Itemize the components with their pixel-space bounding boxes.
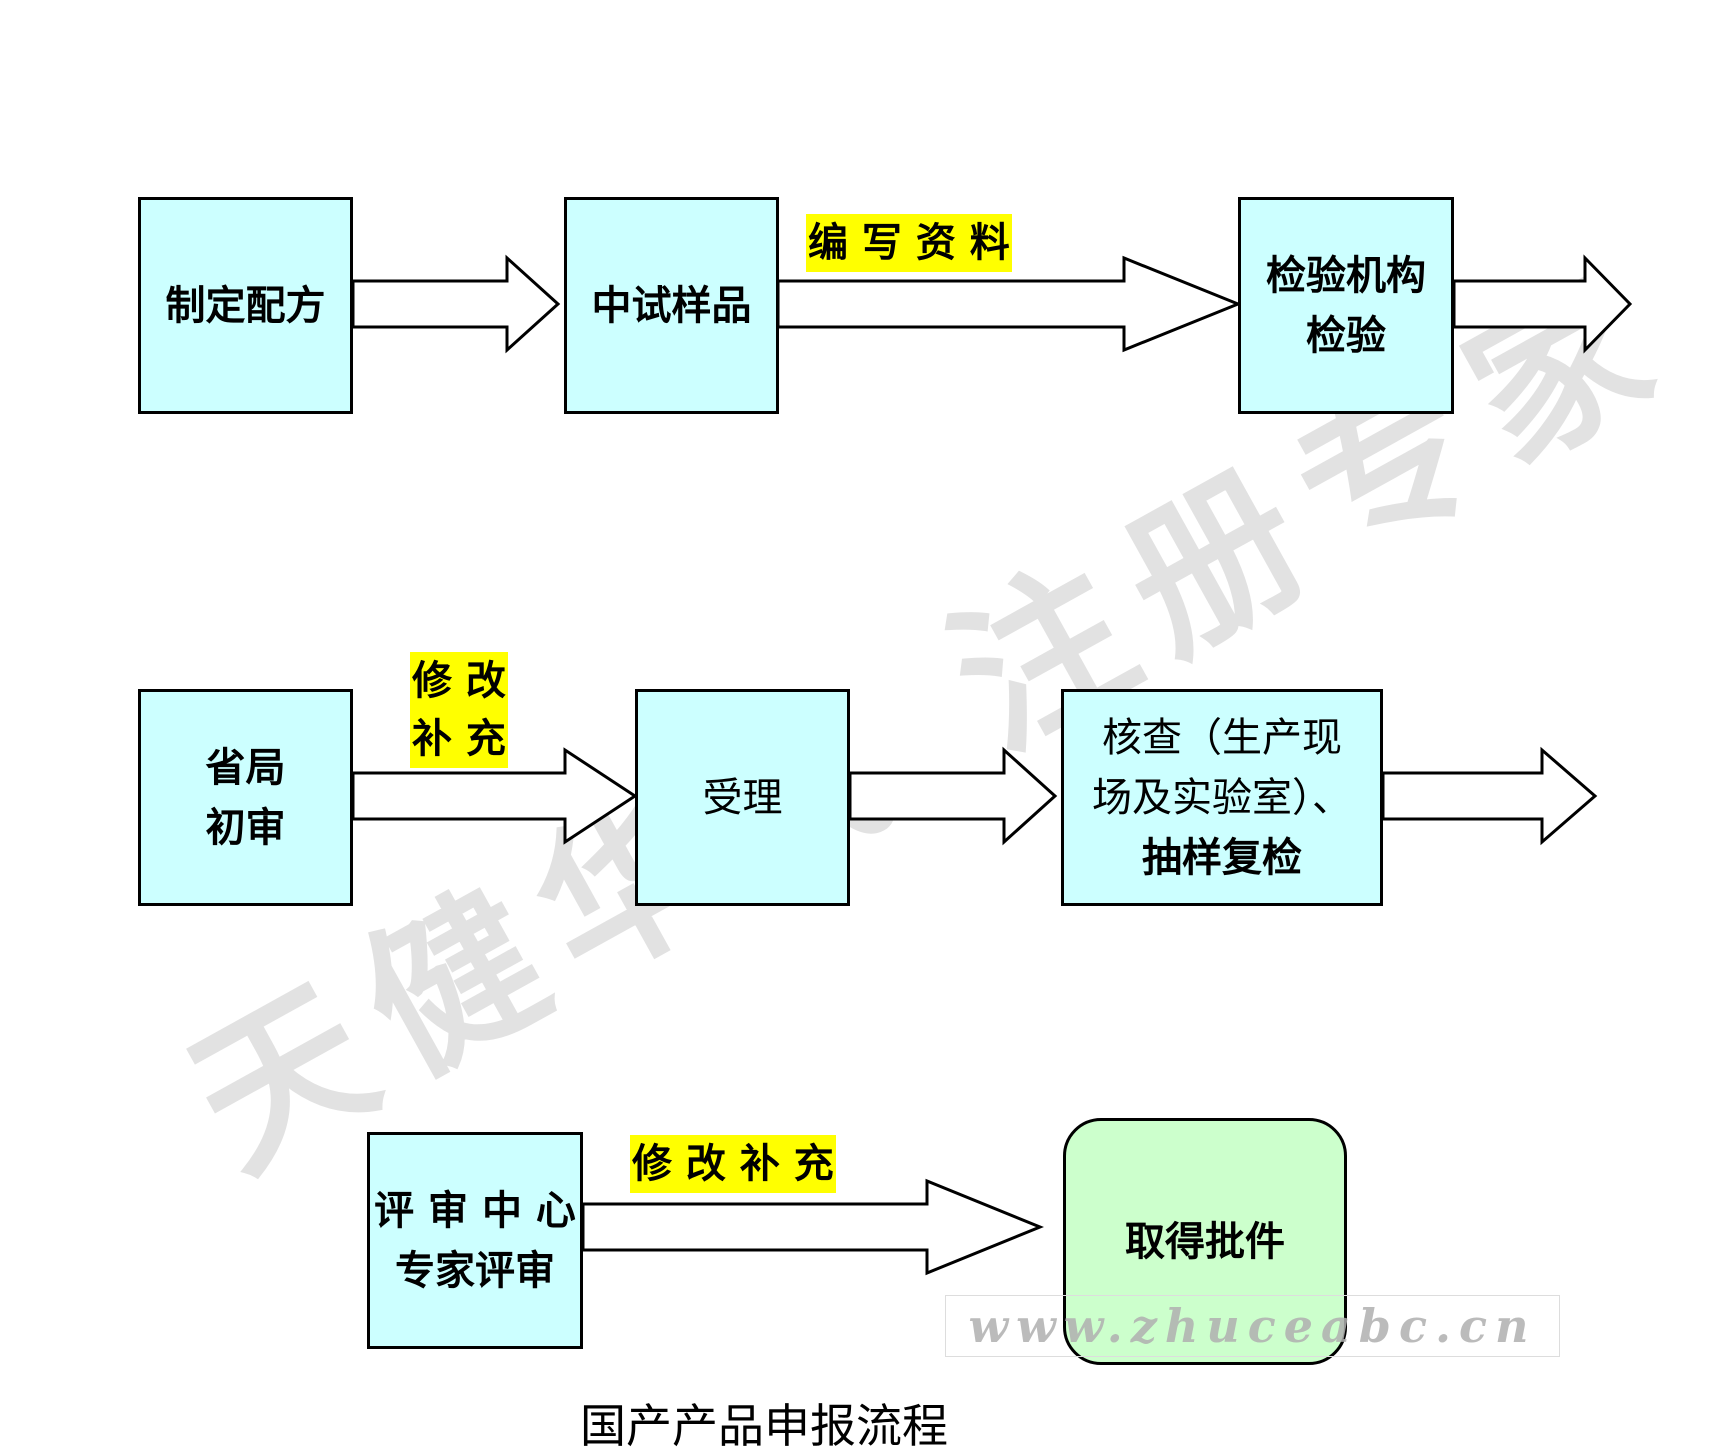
arrow-provincial-to-acceptance bbox=[351, 747, 638, 845]
node-acceptance-line-1: 受理 bbox=[702, 774, 783, 821]
edge-label-revise-1-line-1: 修 改 bbox=[410, 652, 508, 710]
node-provincial-review-line-2: 初审 bbox=[205, 804, 286, 851]
node-provincial-review-line-1: 省局 bbox=[205, 744, 286, 791]
node-approval: 取得批件 bbox=[1063, 1118, 1347, 1365]
node-verification-line-1: 核查（生产现 bbox=[1102, 714, 1342, 761]
node-formulate-line-1: 制定配方 bbox=[165, 282, 326, 329]
arrow-inspection-out bbox=[1452, 254, 1633, 354]
node-verification-line-2: 场及实验室）、 bbox=[1092, 774, 1352, 821]
arrow-verification-out bbox=[1381, 746, 1598, 846]
node-expert-review-line-1: 评 审 中 心 bbox=[374, 1187, 576, 1234]
edge-label-write-docs: 编 写 资 料 bbox=[806, 214, 1012, 272]
arrow-expert-to-approval bbox=[581, 1178, 1044, 1276]
edge-label-revise-2: 修 改 补 充 bbox=[630, 1135, 836, 1193]
node-approval-line-1: 取得批件 bbox=[1125, 1218, 1285, 1265]
arrow-acceptance-to-verification bbox=[848, 746, 1058, 846]
arrow-pilot-to-inspection bbox=[776, 255, 1243, 353]
node-inspection-line-1: 检验机构 bbox=[1266, 252, 1426, 299]
node-pilot-sample: 中试样品 bbox=[564, 197, 779, 414]
node-pilot-sample-line-1: 中试样品 bbox=[591, 282, 752, 329]
node-inspection-line-2: 检验 bbox=[1306, 312, 1386, 359]
url-watermark: www.zhuceabc.cn bbox=[945, 1295, 1560, 1357]
node-expert-review: 评 审 中 心 专家评审 bbox=[367, 1132, 583, 1349]
arrow-formulate-to-pilot bbox=[351, 254, 561, 354]
node-expert-review-line-2: 专家评审 bbox=[395, 1247, 555, 1294]
diagram-caption: 国产产品申报流程 bbox=[580, 1399, 948, 1453]
node-provincial-review: 省局 初审 bbox=[138, 689, 353, 906]
node-verification-line-3: 抽样复检 bbox=[1142, 834, 1302, 881]
node-inspection: 检验机构 检验 bbox=[1238, 197, 1454, 414]
node-formulate: 制定配方 bbox=[138, 197, 353, 414]
node-verification: 核查（生产现 场及实验室）、 抽样复检 bbox=[1061, 689, 1383, 906]
edge-label-revise-1-line-2: 补 充 bbox=[410, 710, 508, 768]
node-acceptance: 受理 bbox=[635, 689, 850, 906]
